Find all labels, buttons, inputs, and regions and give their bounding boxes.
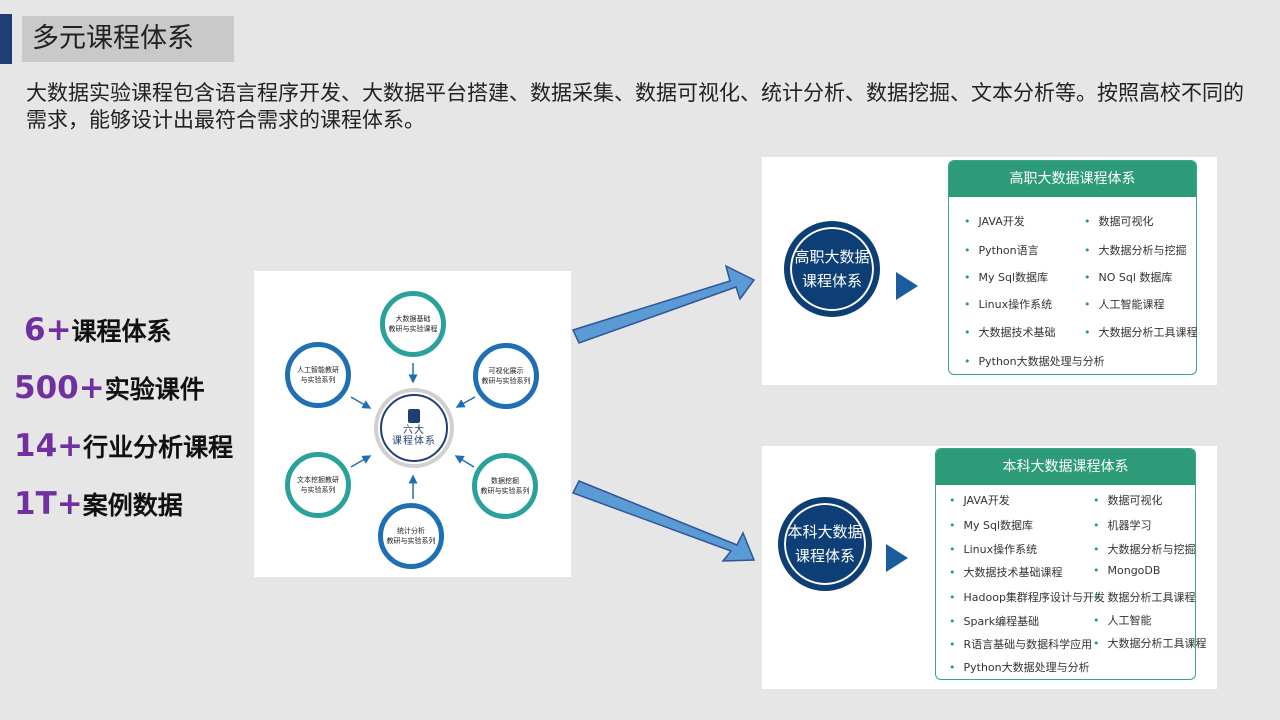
node-line: 文本挖掘教研: [297, 476, 339, 484]
node-line: 教研与实验课程: [388, 325, 438, 333]
vocational-card: 高职大数据课程体系 高职大数据课程体系 JAVA开发 Python语言 My S…: [762, 157, 1217, 385]
node-line: 教研与实验系列: [480, 487, 530, 495]
undergrad-panel-header: 本科大数据课程体系: [936, 449, 1195, 485]
course-item: 数据可视化: [1093, 492, 1163, 508]
circle-line: 本科大数据: [787, 523, 863, 541]
node-line: 教研与实验系列: [386, 537, 436, 545]
play-arrow-icon: [896, 272, 918, 300]
book-icon: [408, 409, 420, 423]
node-text-mining: 文本挖掘教研与实验系列: [285, 452, 351, 518]
node-line: 可视化展示: [488, 367, 524, 375]
node-line: 统计分析: [397, 527, 425, 535]
circle-line: 高职大数据: [794, 248, 870, 266]
course-item: MongoDB: [1093, 564, 1161, 577]
course-item: Linux操作系统: [949, 541, 1038, 557]
stat-label: 行业分析课程: [83, 433, 234, 462]
node-ai: 人工智能教研与实验系列: [285, 342, 351, 408]
node-line: 教研与实验系列: [481, 377, 531, 385]
course-item: Python语言: [964, 242, 1039, 258]
course-item: 大数据分析工具课程: [1093, 635, 1207, 651]
course-item: My Sql数据库: [949, 517, 1034, 533]
circle-line: 课程体系: [801, 272, 862, 290]
stat-industry-courses: 14+行业分析课程: [14, 428, 233, 464]
course-item: 大数据技术基础: [964, 324, 1056, 340]
course-item: 数据分析工具课程: [1093, 589, 1196, 605]
course-item: Python大数据处理与分析: [949, 659, 1090, 675]
vocational-panel-header: 高职大数据课程体系: [949, 161, 1196, 197]
arrow-to-vocational: [571, 264, 756, 344]
stat-number: 6+: [24, 312, 72, 348]
play-arrow-icon: [886, 544, 908, 572]
course-item: JAVA开发: [964, 213, 1025, 229]
intro-text: 大数据实验课程包含语言程序开发、大数据平台搭建、数据采集、数据可视化、统计分析、…: [26, 81, 1244, 132]
node-bigdata-basics: 大数据基础教研与实验课程: [380, 291, 446, 357]
course-item: Python大数据处理与分析: [964, 353, 1105, 369]
course-item: Hadoop集群程序设计与开发: [949, 589, 1105, 605]
stat-course-systems: 6+课程体系: [24, 312, 172, 348]
page-title: 多元课程体系: [22, 16, 234, 62]
stat-case-data: 1T+案例数据: [14, 486, 183, 522]
stat-number: 500+: [14, 370, 105, 406]
vocational-panel: 高职大数据课程体系 JAVA开发 Python语言 My Sql数据库 Linu…: [948, 160, 1198, 375]
stat-label: 课程体系: [71, 317, 172, 346]
undergrad-circle: 本科大数据课程体系: [778, 497, 872, 591]
course-item: R语言基础与数据科学应用: [949, 636, 1093, 652]
course-item: 大数据分析与挖掘: [1084, 242, 1187, 258]
course-item: 大数据分析工具课程: [1084, 324, 1198, 340]
center-six-systems: 六大 课程体系: [374, 388, 454, 468]
title-accent-bar: [0, 14, 12, 64]
stat-label: 案例数据: [82, 491, 183, 520]
node-visualization: 可视化展示教研与实验系列: [473, 343, 539, 409]
center-line: 课程体系: [392, 436, 436, 447]
node-line: 大数据基础: [395, 315, 431, 323]
diagram-arrows: [350, 363, 476, 499]
node-statistics: 统计分析教研与实验系列: [378, 503, 444, 569]
vocational-circle: 高职大数据课程体系: [784, 221, 880, 317]
course-item: 大数据分析与挖掘: [1093, 541, 1196, 557]
circle-line: 课程体系: [794, 547, 855, 565]
center-line: 六大: [403, 425, 425, 436]
stat-label: 实验课件: [104, 375, 205, 404]
course-item: Spark编程基础: [949, 613, 1040, 629]
course-item: 人工智能课程: [1084, 296, 1165, 312]
course-item: Linux操作系统: [964, 296, 1053, 312]
course-item: 数据可视化: [1084, 213, 1154, 229]
node-line: 与实验系列: [300, 486, 336, 494]
node-line: 人工智能教研: [297, 366, 339, 374]
course-item: JAVA开发: [949, 492, 1010, 508]
course-item: NO Sql 数据库: [1084, 269, 1173, 285]
course-item: 人工智能: [1093, 612, 1152, 628]
stat-lab-courseware: 500+实验课件: [14, 370, 205, 406]
course-item: 机器学习: [1093, 517, 1152, 533]
course-item: 大数据技术基础课程: [949, 564, 1063, 580]
stat-number: 14+: [14, 428, 84, 464]
stat-number: 1T+: [14, 486, 83, 522]
node-line: 与实验系列: [300, 376, 336, 384]
undergrad-card: 本科大数据课程体系 本科大数据课程体系 JAVA开发 My Sql数据库 Lin…: [762, 446, 1217, 689]
node-line: 数据挖掘: [491, 477, 519, 485]
arrow-to-undergrad: [571, 480, 756, 562]
course-item: My Sql数据库: [964, 269, 1049, 285]
six-course-systems-diagram: 大数据基础教研与实验课程 可视化展示教研与实验系列 数据挖掘教研与实验系列 统计…: [254, 271, 571, 577]
node-data-mining: 数据挖掘教研与实验系列: [472, 453, 538, 519]
undergrad-panel: 本科大数据课程体系 JAVA开发 My Sql数据库 Linux操作系统 大数据…: [935, 448, 1207, 680]
